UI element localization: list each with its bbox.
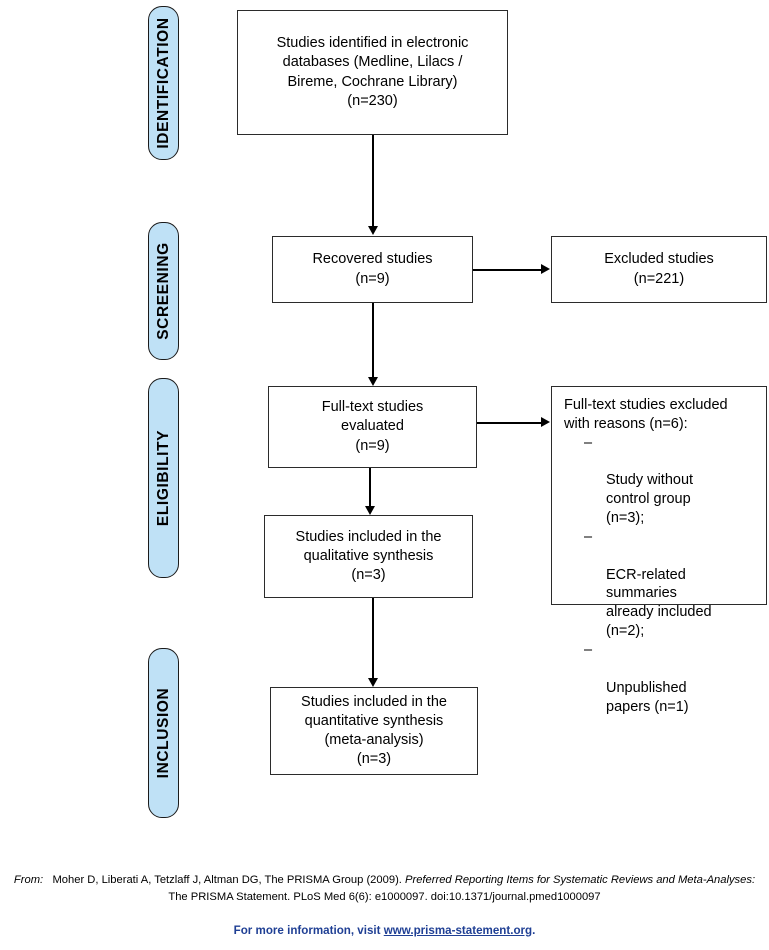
arrow-down-icon bbox=[367, 377, 378, 386]
prisma-statement-link[interactable]: www.prisma-statement.org bbox=[383, 923, 533, 937]
dash-bullet-icon: – bbox=[584, 434, 593, 451]
stage-pill-identification: IDENTIFICATION bbox=[148, 6, 179, 160]
connector-recovered-to-excluded bbox=[473, 269, 542, 271]
stage-label-identification: IDENTIFICATION bbox=[154, 17, 172, 149]
node-recovered-studies-text: Recovered studies (n=9) bbox=[312, 251, 433, 287]
stage-pill-screening: SCREENING bbox=[148, 222, 179, 360]
stage-label-inclusion: INCLUSION bbox=[154, 687, 172, 779]
arrow-down-icon bbox=[367, 678, 378, 687]
excluded-reasons-heading: Full-text studies excluded with reasons … bbox=[564, 397, 728, 432]
prisma-flow-diagram: IDENTIFICATION SCREENING ELIGIBILITY INC… bbox=[148, 6, 767, 818]
node-quantitative-synthesis: Studies included in the quantitative syn… bbox=[270, 687, 478, 775]
list-item: – Study without control group (n=3); bbox=[564, 434, 756, 528]
dash-bullet-icon: – bbox=[584, 641, 593, 658]
excluded-reasons-list: – Study without control group (n=3); – E… bbox=[564, 434, 756, 717]
arrow-right-icon bbox=[541, 264, 550, 274]
more-info-line: For more information, visit www.prisma-s… bbox=[0, 924, 769, 937]
node-recovered-studies: Recovered studies (n=9) bbox=[272, 236, 473, 303]
node-excluded-studies: Excluded studies (n=221) bbox=[551, 236, 767, 303]
list-item: – Unpublished papers (n=1) bbox=[564, 641, 756, 716]
more-info-suffix: . bbox=[532, 923, 536, 937]
node-fulltext-evaluated-text: Full-text studies evaluated (n=9) bbox=[321, 399, 424, 454]
node-quantitative-synthesis-text: Studies included in the quantitative syn… bbox=[301, 693, 447, 768]
connector-recovered-to-fulltext bbox=[372, 303, 374, 377]
citation-title: Preferred Reporting Items for Systematic… bbox=[405, 874, 756, 886]
stage-label-eligibility: ELIGIBILITY bbox=[154, 429, 172, 527]
citation-source: The PRISMA Statement. PLoS Med 6(6): e10… bbox=[168, 890, 601, 903]
citation-from-label: From: bbox=[13, 874, 44, 886]
connector-fulltext-to-qualitative bbox=[369, 468, 371, 506]
stage-pill-inclusion: INCLUSION bbox=[148, 648, 179, 818]
citation-authors: Moher D, Liberati A, Tetzlaff J, Altman … bbox=[52, 874, 402, 886]
node-qualitative-synthesis: Studies included in the qualitative synt… bbox=[264, 515, 473, 598]
arrow-down-icon bbox=[367, 226, 378, 235]
stage-pill-eligibility: ELIGIBILITY bbox=[148, 378, 179, 578]
arrow-down-icon bbox=[364, 506, 375, 515]
excluded-reason-text: Study without control group (n=3); bbox=[606, 472, 694, 527]
excluded-reason-text: Unpublished papers (n=1) bbox=[606, 679, 689, 715]
connector-identified-to-recovered bbox=[372, 135, 374, 227]
more-info-prefix: For more information, visit bbox=[233, 923, 381, 937]
node-studies-identified-text: Studies identified in electronic databas… bbox=[276, 35, 469, 109]
footer: From: Moher D, Liberati A, Tetzlaff J, A… bbox=[0, 872, 769, 937]
excluded-reason-text: ECR-related summaries already included (… bbox=[606, 566, 712, 640]
node-qualitative-synthesis-text: Studies included in the qualitative synt… bbox=[295, 528, 442, 584]
node-studies-identified: Studies identified in electronic databas… bbox=[237, 10, 508, 135]
node-excluded-studies-text: Excluded studies (n=221) bbox=[604, 251, 714, 287]
stage-label-screening: SCREENING bbox=[154, 242, 172, 340]
arrow-right-icon bbox=[541, 417, 550, 427]
connector-qualitative-to-quantitative bbox=[372, 598, 374, 678]
connector-fulltext-to-excluded-reasons bbox=[477, 422, 542, 424]
dash-bullet-icon: – bbox=[584, 528, 593, 545]
node-fulltext-evaluated: Full-text studies evaluated (n=9) bbox=[268, 386, 477, 468]
node-excluded-with-reasons: Full-text studies excluded with reasons … bbox=[551, 386, 767, 715]
citation-text: From: Moher D, Liberati A, Tetzlaff J, A… bbox=[0, 872, 769, 906]
list-item: – ECR-related summaries already included… bbox=[564, 528, 756, 641]
